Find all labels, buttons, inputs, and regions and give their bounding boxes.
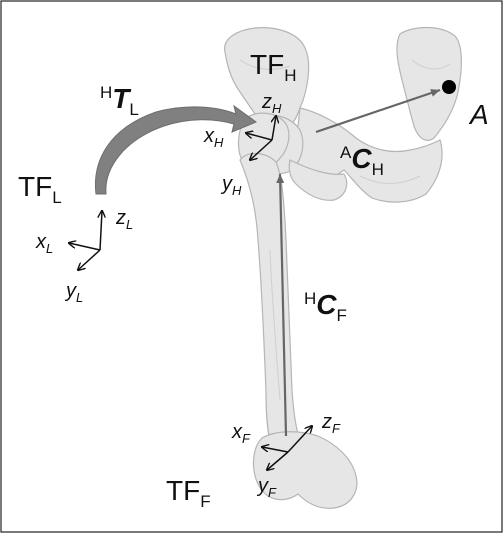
point-a-label: A — [468, 99, 489, 130]
lab-x-axis — [69, 243, 100, 250]
femur-frame-label: TFF — [166, 475, 211, 511]
lab-z-label: zL — [115, 207, 133, 232]
lab-y-axis — [78, 250, 100, 270]
lab-frame-axes — [69, 211, 102, 270]
lab-frame-label: TFL — [18, 171, 62, 207]
transform-lab-to-hip-label: HTL — [100, 83, 139, 119]
femur-z-label: zF — [321, 411, 341, 436]
lab-x-label: xL — [35, 231, 53, 256]
hip-y-label: yH — [220, 173, 242, 198]
lab-y-label: yL — [64, 280, 83, 305]
point-a-marker — [442, 80, 456, 94]
transform-femur-to-hip-label: HCF — [304, 289, 347, 325]
femur-x-label: xF — [231, 421, 251, 446]
hip-x-label: xH — [203, 125, 224, 150]
lab-z-axis — [100, 211, 102, 250]
